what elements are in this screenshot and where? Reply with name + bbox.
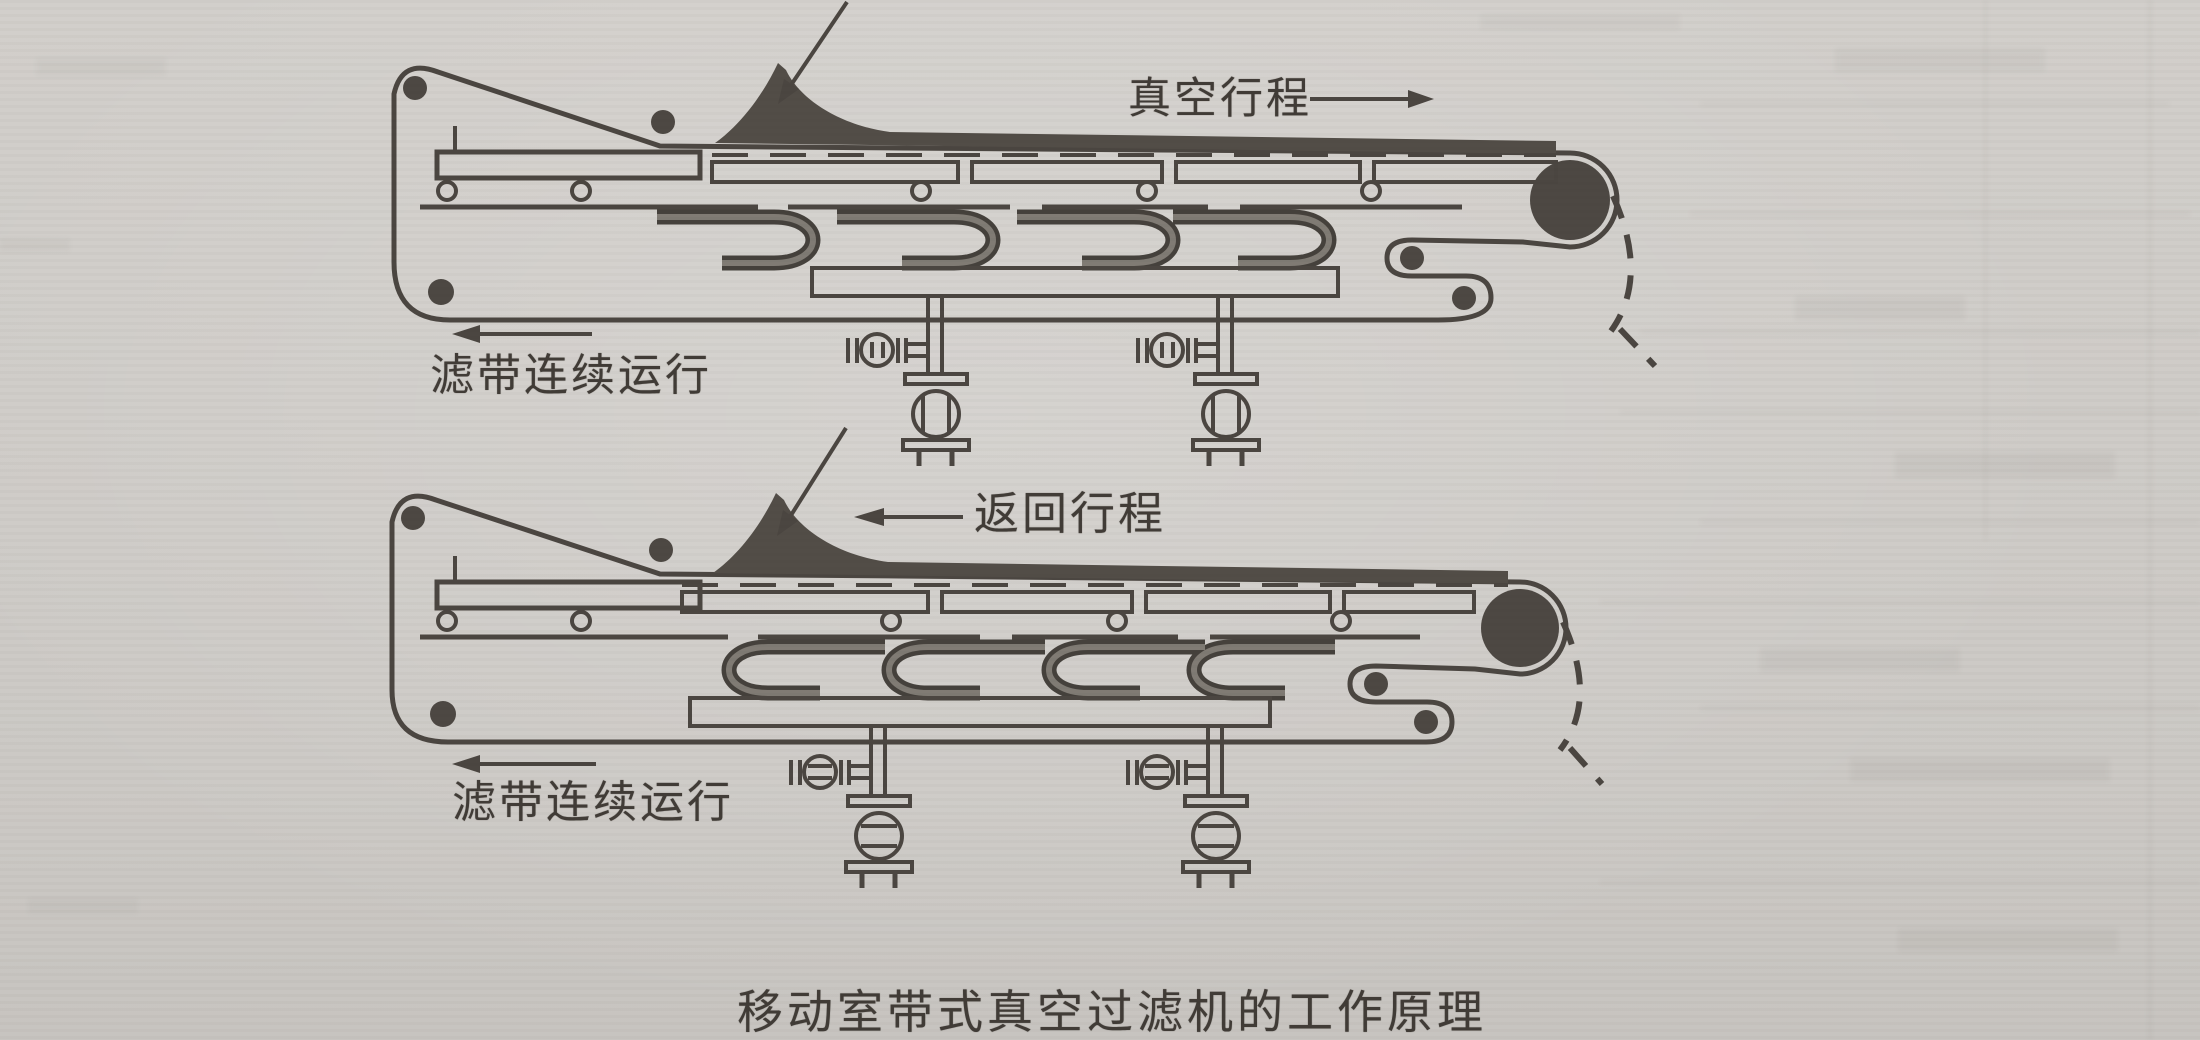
tension-roller-2 bbox=[1414, 710, 1438, 734]
belt-direction-arrow-top bbox=[452, 325, 592, 343]
moving-chamber bbox=[420, 556, 1508, 640]
feed-end-roller bbox=[649, 538, 673, 562]
vacuum-valve-pump-1 bbox=[789, 754, 914, 888]
feed-arrow bbox=[778, 0, 849, 104]
pump-icon bbox=[854, 811, 904, 861]
vacuum-valve-pump-2 bbox=[1126, 754, 1251, 888]
vacuum-stroke-arrow bbox=[1310, 90, 1434, 108]
bottom-diagram-return-stroke bbox=[389, 426, 1605, 888]
vacuum-valve-pump-1 bbox=[846, 332, 971, 466]
feed-end-roller bbox=[651, 110, 675, 134]
pump-icon bbox=[1201, 389, 1251, 439]
cake-discharge-dashes bbox=[1557, 620, 1605, 786]
vacuum-stroke-label: 真空行程 bbox=[1128, 76, 1312, 123]
figure-caption: 移动室带式真空过滤机的工作原理 bbox=[737, 987, 1487, 1038]
valve-icon bbox=[1149, 332, 1185, 368]
tension-roller-2 bbox=[1452, 286, 1476, 310]
drive-roller bbox=[1530, 160, 1610, 240]
belt-run-label-bottom: 滤带连续运行 bbox=[452, 778, 734, 827]
feed-chute-and-cake bbox=[713, 493, 1508, 584]
vacuum-valve-pump-2 bbox=[1136, 332, 1261, 466]
return-stroke-label: 返回行程 bbox=[974, 489, 1167, 539]
pump-icon bbox=[1191, 811, 1241, 861]
tension-roller-1 bbox=[1400, 246, 1424, 270]
pump-icon bbox=[911, 389, 961, 439]
vacuum-manifold bbox=[810, 266, 1340, 374]
valve-icon bbox=[802, 754, 838, 790]
cake-discharge-dashes bbox=[1608, 194, 1658, 369]
moving-chamber bbox=[420, 126, 1558, 210]
belt-direction-arrow-bottom bbox=[452, 755, 596, 773]
flex-hoses bbox=[657, 209, 1337, 271]
valve-icon bbox=[1139, 754, 1175, 790]
return-stroke-arrow bbox=[854, 508, 963, 526]
chamber-wheels bbox=[436, 610, 1352, 632]
belt-loop bbox=[391, 65, 1620, 323]
feed-arrow bbox=[777, 426, 848, 536]
belt-run-label-top: 滤带连续运行 bbox=[430, 351, 712, 400]
top-diagram-vacuum-stroke bbox=[391, 0, 1658, 466]
valve-icon bbox=[859, 332, 895, 368]
vacuum-manifold bbox=[688, 696, 1272, 796]
flex-hoses bbox=[721, 639, 1335, 701]
chamber-wheels bbox=[436, 180, 1382, 202]
belt-pulleys bbox=[401, 506, 1559, 734]
feed-chute-and-cake bbox=[715, 63, 1556, 154]
drive-roller bbox=[1481, 589, 1559, 667]
tension-roller-1 bbox=[1364, 672, 1388, 696]
